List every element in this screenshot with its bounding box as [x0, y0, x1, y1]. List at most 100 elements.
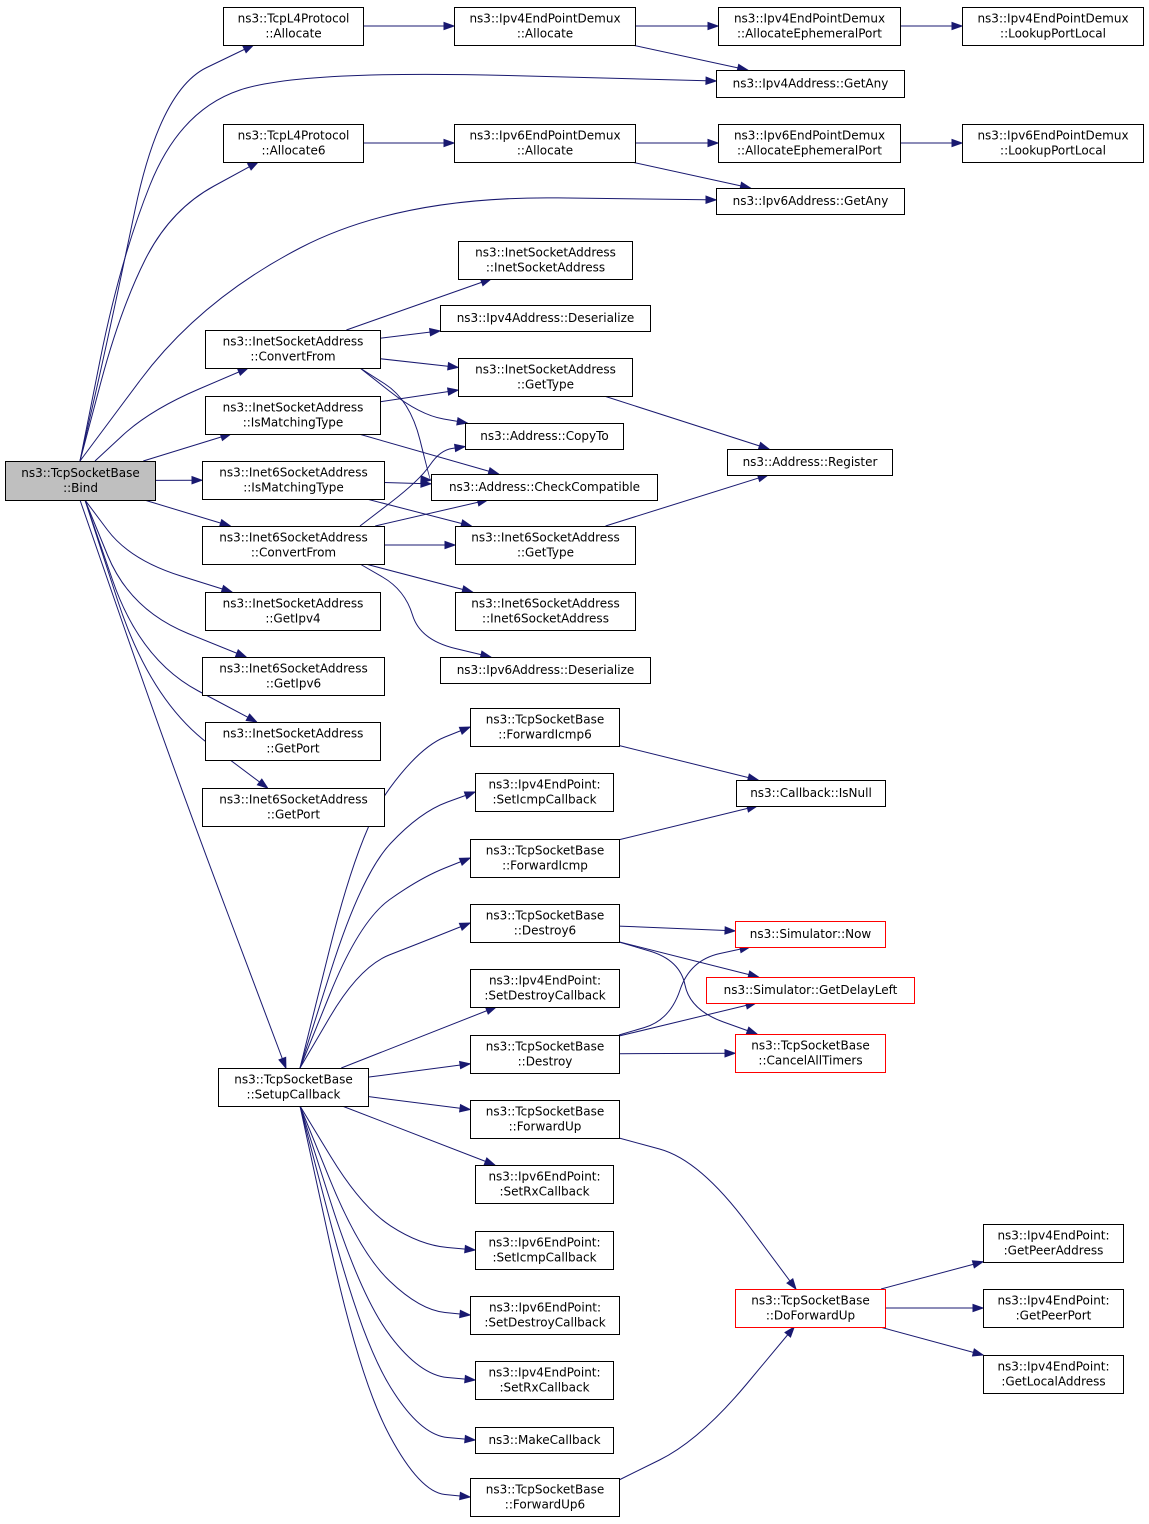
graph-node-ipv4-getany[interactable]: ns3::Ipv4Address::GetAny — [716, 70, 905, 98]
node-box — [205, 330, 381, 369]
call-edge-line — [618, 941, 758, 1035]
graph-node-ep4-setdestroy[interactable]: ns3::Ipv4EndPoint::SetDestroyCallback — [470, 969, 620, 1008]
call-edge-inet6_ismatch-to-inet6_gettype — [366, 498, 473, 528]
graph-node-cancel-timers[interactable]: ns3::TcpSocketBase::CancelAllTimers — [735, 1034, 886, 1073]
graph-node-ep4-getpeeraddr[interactable]: ns3::Ipv4EndPoint::GetPeerAddress — [983, 1224, 1124, 1263]
node-box — [202, 526, 385, 565]
call-edge-line — [879, 1326, 984, 1356]
graph-node-ipv6demux-allocate[interactable]: ns3::Ipv6EndPointDemux::Allocate — [454, 124, 636, 163]
graph-node-make-cb[interactable]: ns3::MakeCallback — [475, 1427, 614, 1454]
call-edge-line — [366, 498, 472, 527]
node-label-line: ns3::TcpSocketBase — [486, 1105, 604, 1119]
graph-node-ep4-seticmp[interactable]: ns3::Ipv4EndPoint::SetIcmpCallback — [475, 773, 614, 812]
graph-node-allocate[interactable]: ns3::TcpL4Protocol::Allocate — [223, 7, 364, 46]
call-edge-arrowhead — [747, 970, 760, 979]
graph-node-inet6-getport[interactable]: ns3::Inet6SocketAddress::GetPort — [202, 788, 385, 827]
graph-node-ep4-getlocaladdr[interactable]: ns3::Ipv4EndPoint::GetLocalAddress — [983, 1355, 1124, 1394]
node-label-line: ::ForwardIcmp6 — [498, 728, 591, 742]
call-edge-arrowhead — [464, 1374, 477, 1384]
node-box — [475, 1427, 614, 1454]
graph-node-addr-copyto[interactable]: ns3::Address::CopyTo — [465, 423, 624, 450]
graph-node-fwd-up6[interactable]: ns3::TcpSocketBase::ForwardUp6 — [470, 1478, 620, 1517]
node-box — [716, 188, 905, 215]
node-box — [716, 70, 905, 98]
graph-node-destroy6[interactable]: ns3::TcpSocketBase::Destroy6 — [470, 904, 620, 943]
graph-node-bind[interactable]: ns3::TcpSocketBase::Bind — [5, 461, 156, 501]
graph-node-ipv4demux-lookup[interactable]: ns3::Ipv4EndPointDemux::LookupPortLocal — [962, 7, 1144, 46]
graph-node-fwd-up[interactable]: ns3::TcpSocketBase::ForwardUp — [470, 1100, 620, 1139]
node-label-line: ns3::Inet6SocketAddress — [471, 531, 619, 545]
graph-node-inet-ismatch[interactable]: ns3::InetSocketAddress::IsMatchingType — [205, 396, 381, 435]
call-edge-bind-to-inet_ismatch — [143, 432, 233, 462]
node-label-line: ::GetType — [517, 546, 574, 560]
call-edge-fwd_icmp6-to-cb_isnull — [618, 744, 760, 782]
graph-node-ep6-setdestroy[interactable]: ns3::Ipv6EndPoint::SetDestroyCallback — [470, 1296, 620, 1335]
graph-node-ipv6demux-lookup[interactable]: ns3::Ipv6EndPointDemux::LookupPortLocal — [962, 124, 1144, 163]
node-label-line: ns3::Inet6SocketAddress — [471, 597, 619, 611]
graph-node-ipv6-deser[interactable]: ns3::Ipv6Address::Deserialize — [440, 657, 651, 684]
graph-node-addr-checkcompat[interactable]: ns3::Address::CheckCompatible — [431, 474, 658, 501]
graph-node-inet-getport[interactable]: ns3::InetSocketAddress::GetPort — [205, 722, 381, 761]
call-edge-arrowhead — [487, 466, 501, 476]
graph-node-ep4-setrx[interactable]: ns3::Ipv4EndPoint::SetRxCallback — [475, 1361, 614, 1400]
call-edge-inet6_convert-to-addr_checkcompat — [375, 498, 490, 527]
node-label-line: ns3::Ipv6EndPoint: — [489, 1301, 601, 1315]
call-edge-inet6_convert-to-inet6_ctor — [365, 563, 474, 594]
graph-node-allocate6[interactable]: ns3::TcpL4Protocol::Allocate6 — [223, 124, 364, 163]
node-box — [727, 449, 893, 476]
graph-node-inet-convert[interactable]: ns3::InetSocketAddress::ConvertFrom — [205, 330, 381, 369]
call-edge-ipv4demux_allocate-to-ipv4demux_ephemeral — [635, 21, 720, 31]
graph-node-setup-cb[interactable]: ns3::TcpSocketBase::SetupCallback — [218, 1068, 369, 1107]
call-edge-inet_ismatch-to-inet_gettype — [379, 387, 460, 403]
graph-node-ipv4-deser[interactable]: ns3::Ipv4Address::Deserialize — [440, 305, 651, 332]
node-label-line: ns3::TcpSocketBase — [751, 1039, 869, 1053]
call-edge-arrowhead — [420, 479, 433, 488]
call-edge-line — [359, 446, 466, 527]
call-edge-line — [618, 925, 736, 932]
graph-node-ep6-seticmp[interactable]: ns3::Ipv6EndPoint::SetIcmpCallback — [475, 1231, 614, 1270]
call-edge-arrowhead — [458, 922, 472, 931]
graph-node-sim-delay[interactable]: ns3::Simulator::GetDelayLeft — [706, 977, 915, 1004]
graph-node-fwd-icmp6[interactable]: ns3::TcpSocketBase::ForwardIcmp6 — [470, 708, 620, 747]
node-label-line: :GetPeerPort — [1016, 1309, 1092, 1323]
call-edge-line — [79, 44, 254, 462]
node-box — [475, 773, 614, 812]
graph-node-inet6-gettype[interactable]: ns3::Inet6SocketAddress::GetType — [455, 526, 636, 565]
node-box — [736, 780, 886, 807]
call-edge-arrowhead — [447, 387, 460, 396]
graph-node-fwd-icmp[interactable]: ns3::TcpSocketBase::ForwardIcmp — [470, 839, 620, 878]
graph-node-ipv4demux-allocate[interactable]: ns3::Ipv4EndPointDemux::Allocate — [454, 7, 636, 46]
graph-node-inet-ctor[interactable]: ns3::InetSocketAddress::InetSocketAddres… — [458, 241, 633, 280]
graph-node-sim-now[interactable]: ns3::Simulator::Now — [735, 921, 886, 948]
graph-node-ipv6-getany[interactable]: ns3::Ipv6Address::GetAny — [716, 188, 905, 215]
node-label-line: ::GetIpv6 — [266, 677, 321, 691]
graph-node-inet6-convert[interactable]: ns3::Inet6SocketAddress::ConvertFrom — [202, 526, 385, 565]
node-label-line: ns3::Ipv4Address::Deserialize — [457, 311, 635, 325]
graph-node-inet6-getipv6[interactable]: ns3::Inet6SocketAddress::GetIpv6 — [202, 657, 385, 696]
node-label-line: ::ForwardUp6 — [505, 1498, 585, 1512]
graph-node-cb-isnull[interactable]: ns3::Callback::IsNull — [736, 780, 886, 807]
graph-node-addr-register[interactable]: ns3::Address::Register — [727, 449, 893, 476]
node-label-line: ns3::Ipv6Address::Deserialize — [457, 663, 635, 677]
graph-node-inet6-ismatch[interactable]: ns3::Inet6SocketAddress::IsMatchingType — [202, 461, 385, 500]
node-label-line: ns3::TcpL4Protocol — [238, 12, 350, 26]
call-edge-arrowhead — [459, 1309, 472, 1319]
graph-node-ipv6demux-ephemeral[interactable]: ns3::Ipv6EndPointDemux::AllocateEphemera… — [718, 124, 901, 163]
graph-node-ipv4demux-ephemeral[interactable]: ns3::Ipv4EndPointDemux::AllocateEphemera… — [718, 7, 901, 46]
call-edge-line — [618, 1326, 795, 1481]
call-edge-line — [341, 1105, 496, 1166]
node-label-line: ns3::Ipv6EndPointDemux — [977, 129, 1128, 143]
graph-node-inet-gettype[interactable]: ns3::InetSocketAddress::GetType — [458, 358, 633, 397]
graph-node-ep4-getpeerport[interactable]: ns3::Ipv4EndPoint::GetPeerPort — [983, 1289, 1124, 1328]
graph-node-inet6-ctor[interactable]: ns3::Inet6SocketAddress::Inet6SocketAddr… — [455, 592, 636, 631]
node-label-line: ::GetIpv4 — [265, 612, 320, 626]
node-box — [475, 1361, 614, 1400]
graph-node-do-fwd-up[interactable]: ns3::TcpSocketBase::DoForwardUp — [735, 1289, 886, 1328]
graph-node-inet-getipv4[interactable]: ns3::InetSocketAddress::GetIpv4 — [205, 592, 381, 631]
call-edge-arrowhead — [705, 195, 718, 204]
node-label-line: ns3::Ipv4EndPointDemux — [469, 12, 620, 26]
call-edge-line — [379, 358, 459, 368]
node-box — [475, 1165, 614, 1204]
graph-node-ep6-setrx[interactable]: ns3::Ipv6EndPoint::SetRxCallback — [475, 1165, 614, 1204]
graph-node-destroy[interactable]: ns3::TcpSocketBase::Destroy — [470, 1035, 620, 1074]
